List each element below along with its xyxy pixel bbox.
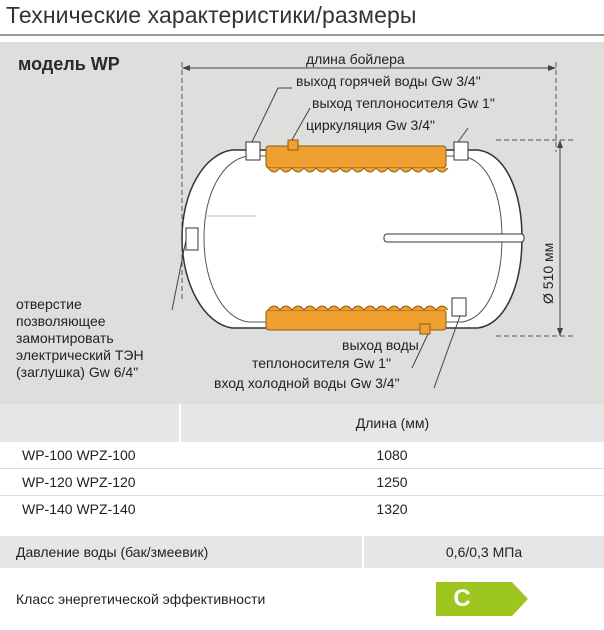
label-heat-carrier-outlet: выход теплоносителя Gw 1" xyxy=(312,95,495,111)
title-divider xyxy=(0,34,604,36)
circulation-fitting xyxy=(453,141,469,161)
spec-value: 0,6/0,3 МПа xyxy=(445,544,523,560)
cold-water-inlet-fitting xyxy=(451,297,467,317)
energy-class-badge: C xyxy=(436,582,528,616)
label-cold-water-inlet: вход холодной воды Gw 3/4" xyxy=(214,375,400,391)
outlet-pipe xyxy=(383,233,525,243)
heat-carrier-outlet-fitting xyxy=(287,139,299,151)
label-boiler-length: длина бойлера xyxy=(306,51,405,67)
length-arrow-right xyxy=(548,65,556,71)
energy-class-arrow-icon xyxy=(436,582,528,616)
spec-row-pressure: Давление воды (бак/змеевик) 0,6/0,3 МПа xyxy=(0,536,604,568)
label-hot-water-outlet: выход горячей воды Gw 3/4" xyxy=(296,73,481,89)
page-title: Технические характеристики/размеры xyxy=(6,2,417,28)
leader-heat-carrier xyxy=(291,107,311,141)
table-row: WP-100 WPZ-100 1080 xyxy=(0,442,604,468)
leader-cold-water xyxy=(433,315,461,389)
table-row: WP-120 WPZ-120 1250 xyxy=(0,469,604,495)
spec-key: Давление воды (бак/змеевик) xyxy=(0,536,364,568)
model-label: модель WP xyxy=(18,54,120,74)
hot-water-outlet-fitting xyxy=(245,141,261,161)
length-arrow-left xyxy=(182,65,190,71)
model-cell: WP-120 WPZ-120 xyxy=(22,474,136,490)
length-column-header: Длина (мм) xyxy=(180,404,604,442)
heater-plug xyxy=(185,227,199,251)
spec-key: Класс энергетической эффективности xyxy=(16,591,266,607)
boiler-drawing: длина бойлера выход горячей воды Gw 3/4"… xyxy=(171,51,574,391)
top-coil-wave xyxy=(267,167,449,173)
leader-heat-carrier-bottom xyxy=(411,333,429,369)
leader-hot-water xyxy=(251,87,279,143)
leader-circulation xyxy=(457,127,469,143)
length-cell: 1320 xyxy=(376,501,408,517)
label-heat-carrier-outlet-bottom: теплоносителя Gw 1" xyxy=(252,355,391,371)
label-diameter: Ø 510 мм xyxy=(540,243,556,304)
diameter-arrow-top xyxy=(557,140,563,148)
bottom-coil-wave xyxy=(267,305,449,311)
energy-class-value: C xyxy=(453,585,471,612)
heat-carrier-inlet-fitting xyxy=(419,323,431,335)
length-cell: 1080 xyxy=(376,447,408,463)
length-cell: 1250 xyxy=(376,474,408,490)
table-row: WP-140 WPZ-140 1320 xyxy=(0,496,604,522)
dimension-diagram: длина бойлера выход горячей воды Gw 3/4"… xyxy=(0,42,604,404)
bottom-coil xyxy=(265,309,447,331)
model-cell: WP-100 WPZ-100 xyxy=(22,447,136,463)
diameter-arrow-bottom xyxy=(557,328,563,336)
length-table-header: Длина (мм) xyxy=(0,404,604,442)
heater-note: отверстие позволяющее замонтировать элек… xyxy=(16,296,144,380)
label-water-outlet: выход воды xyxy=(342,337,419,353)
model-cell: WP-140 WPZ-140 xyxy=(22,501,136,517)
spec-row-energy-class: Класс энергетической эффективности C xyxy=(0,570,604,628)
tank-inner-shell xyxy=(203,155,503,323)
label-circulation: циркуляция Gw 3/4" xyxy=(306,117,435,133)
length-table: Длина (мм) WP-100 WPZ-100 1080 WP-120 WP… xyxy=(0,404,604,522)
leader-heater xyxy=(171,239,187,311)
